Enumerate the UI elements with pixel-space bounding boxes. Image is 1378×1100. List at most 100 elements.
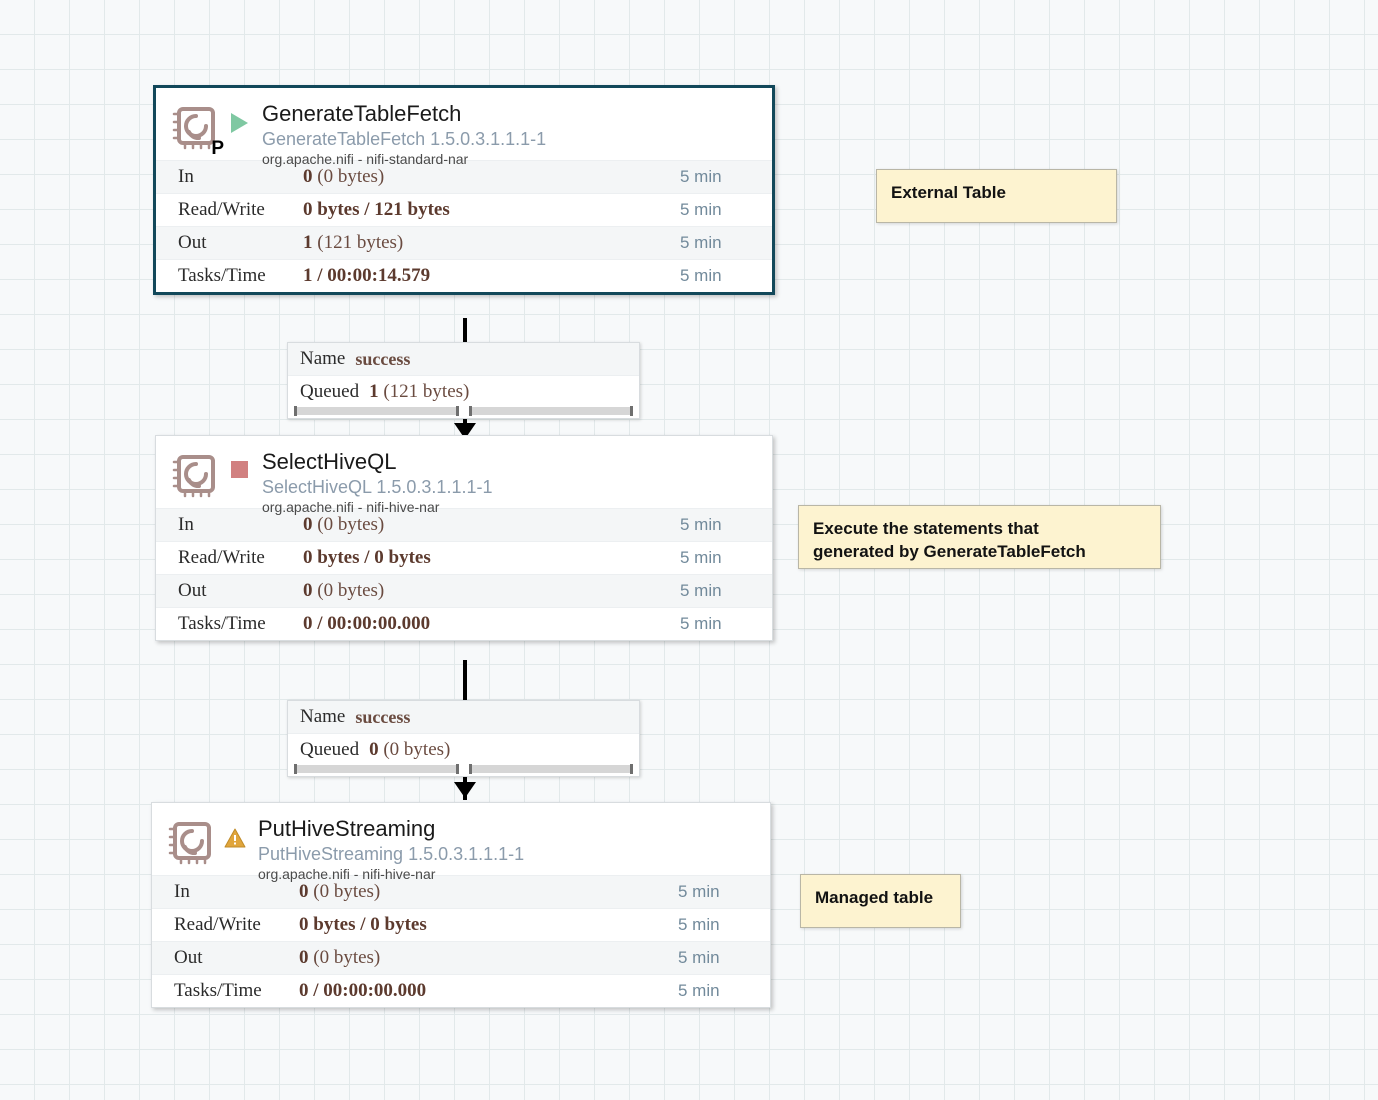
- stat-label: In: [178, 166, 194, 187]
- processor-name: GenerateTableFetch: [262, 101, 462, 126]
- processor-puthivestreaming[interactable]: PutHiveStreaming PutHiveStreaming 1.5.0.…: [151, 802, 771, 1008]
- stop-square-icon: [230, 461, 248, 478]
- processor-header: SelectHiveQL SelectHiveQL 1.5.0.3.1.1.1-…: [156, 436, 772, 515]
- stat-row-readwrite: Read/Write 0 bytes / 121 bytes 5 min: [156, 193, 772, 226]
- connection-label-success-2[interactable]: Name success Queued 0 (0 bytes): [287, 700, 640, 777]
- processor-header: PutHiveStreaming PutHiveStreaming 1.5.0.…: [152, 803, 770, 882]
- status-icon-stop[interactable]: [226, 450, 252, 502]
- status-icon-play[interactable]: [226, 102, 252, 154]
- stat-row-in: In 0 (0 bytes) 5 min: [152, 875, 770, 908]
- stat-value: 0 (0 bytes): [299, 881, 381, 902]
- stat-time: 5 min: [680, 200, 722, 219]
- processor-titles: SelectHiveQL SelectHiveQL 1.5.0.3.1.1.1-…: [252, 450, 492, 517]
- stat-row-in: In 0 (0 bytes) 5 min: [156, 508, 772, 541]
- stat-label: In: [174, 881, 190, 902]
- stat-label: Read/Write: [178, 547, 265, 568]
- stat-label: Read/Write: [174, 914, 261, 935]
- processor-type: SelectHiveQL 1.5.0.3.1.1.1-1: [262, 476, 493, 497]
- stat-label: Out: [178, 580, 207, 601]
- connector-arrow-2: [454, 782, 476, 798]
- queue-size-bar: [468, 764, 633, 774]
- processor-name: PutHiveStreaming: [258, 816, 436, 841]
- connection-queued-key: Queued: [300, 380, 360, 402]
- stat-time: 5 min: [678, 915, 720, 934]
- processor-generatetablefetch[interactable]: P GenerateTableFetch GenerateTableFetch …: [153, 85, 775, 295]
- stat-label: Tasks/Time: [178, 265, 266, 286]
- stat-row-out: Out 0 (0 bytes) 5 min: [152, 941, 770, 974]
- stat-time: 5 min: [680, 167, 722, 186]
- label-external-table[interactable]: External Table: [876, 169, 1117, 223]
- stat-value: 1 / 00:00:14.579: [303, 265, 431, 286]
- stat-value: 1 (121 bytes): [303, 232, 404, 253]
- stat-row-in: In 0 (0 bytes) 5 min: [156, 160, 772, 193]
- connection-queued-row: Queued 0 (0 bytes): [288, 733, 639, 765]
- warning-triangle-icon: [224, 828, 246, 848]
- processor-type: PutHiveStreaming 1.5.0.3.1.1.1-1: [258, 843, 525, 864]
- stat-row-readwrite: Read/Write 0 bytes / 0 bytes 5 min: [152, 908, 770, 941]
- processor-stats: In 0 (0 bytes) 5 min Read/Write 0 bytes …: [156, 508, 772, 640]
- label-managed-table[interactable]: Managed table: [800, 874, 961, 928]
- connection-queue-bars: [288, 406, 639, 418]
- queue-count-bar: [294, 406, 459, 416]
- processor-header: P GenerateTableFetch GenerateTableFetch …: [156, 88, 772, 167]
- processor-name: SelectHiveQL: [262, 449, 397, 474]
- connection-label-success-1[interactable]: Name success Queued 1 (121 bytes): [287, 342, 640, 419]
- connection-name-key: Name: [300, 706, 346, 727]
- label-execute-statements[interactable]: Execute the statements that generated by…: [798, 505, 1161, 569]
- connection-queue-bars: [288, 764, 639, 776]
- connection-name-value: success: [355, 706, 411, 727]
- connection-queued-value: 1 (121 bytes): [369, 380, 470, 402]
- stat-time: 5 min: [680, 515, 722, 534]
- processor-titles: PutHiveStreaming PutHiveStreaming 1.5.0.…: [248, 817, 524, 884]
- connection-queued-key: Queued: [300, 738, 360, 760]
- queue-size-bar: [468, 406, 633, 416]
- stat-time: 5 min: [678, 948, 720, 967]
- stat-value: 0 bytes / 0 bytes: [299, 914, 427, 935]
- stat-row-out: Out 1 (121 bytes) 5 min: [156, 226, 772, 259]
- stat-row-taskstime: Tasks/Time 1 / 00:00:14.579 5 min: [156, 259, 772, 292]
- stat-value: 0 (0 bytes): [303, 580, 385, 601]
- processor-chip-icon: [170, 450, 222, 502]
- connection-queued-value: 0 (0 bytes): [369, 738, 451, 760]
- processor-chip-icon: P: [170, 102, 224, 158]
- stat-value: 0 / 00:00:00.000: [299, 980, 427, 1001]
- stat-value: 0 (0 bytes): [299, 947, 381, 968]
- label-line: External Table: [891, 183, 1006, 202]
- stat-row-taskstime: Tasks/Time 0 / 00:00:00.000 5 min: [156, 607, 772, 640]
- stat-time: 5 min: [680, 266, 722, 285]
- stat-time: 5 min: [680, 614, 722, 633]
- stat-value: 0 (0 bytes): [303, 514, 385, 535]
- processor-selecthiveql[interactable]: SelectHiveQL SelectHiveQL 1.5.0.3.1.1.1-…: [155, 435, 773, 641]
- stat-label: In: [178, 514, 194, 535]
- stat-label: Tasks/Time: [178, 613, 266, 634]
- stat-time: 5 min: [680, 233, 722, 252]
- label-line: Execute the statements that: [813, 519, 1039, 538]
- stat-row-taskstime: Tasks/Time 0 / 00:00:00.000 5 min: [152, 974, 770, 1007]
- status-icon-warning[interactable]: [222, 817, 248, 869]
- stat-time: 5 min: [680, 548, 722, 567]
- stat-time: 5 min: [680, 581, 722, 600]
- stat-value: 0 / 00:00:00.000: [303, 613, 431, 634]
- stat-row-readwrite: Read/Write 0 bytes / 0 bytes 5 min: [156, 541, 772, 574]
- processor-type: GenerateTableFetch 1.5.0.3.1.1.1-1: [262, 128, 547, 149]
- processor-bundle: org.apache.nifi - nifi-hive-nar: [258, 866, 436, 883]
- stat-label: Tasks/Time: [174, 980, 262, 1001]
- label-line: Managed table: [815, 888, 934, 907]
- processor-stats: In 0 (0 bytes) 5 min Read/Write 0 bytes …: [152, 875, 770, 1007]
- label-line: generated by GenerateTableFetch: [813, 541, 1086, 561]
- stat-value: 0 bytes / 121 bytes: [303, 199, 450, 220]
- processor-bundle: org.apache.nifi - nifi-hive-nar: [262, 499, 440, 516]
- connection-name-key: Name: [300, 348, 346, 369]
- processor-titles: GenerateTableFetch GenerateTableFetch 1.…: [252, 102, 546, 169]
- stat-value: 0 bytes / 0 bytes: [303, 547, 431, 568]
- processor-stats: In 0 (0 bytes) 5 min Read/Write 0 bytes …: [156, 160, 772, 292]
- stat-value: 0 (0 bytes): [303, 166, 385, 187]
- stat-time: 5 min: [678, 882, 720, 901]
- stat-time: 5 min: [678, 981, 720, 1000]
- connection-name-value: success: [355, 348, 411, 369]
- processor-bundle: org.apache.nifi - nifi-standard-nar: [262, 151, 469, 168]
- stat-label: Out: [174, 947, 203, 968]
- connection-name-row: Name success: [288, 343, 639, 375]
- stat-row-out: Out 0 (0 bytes) 5 min: [156, 574, 772, 607]
